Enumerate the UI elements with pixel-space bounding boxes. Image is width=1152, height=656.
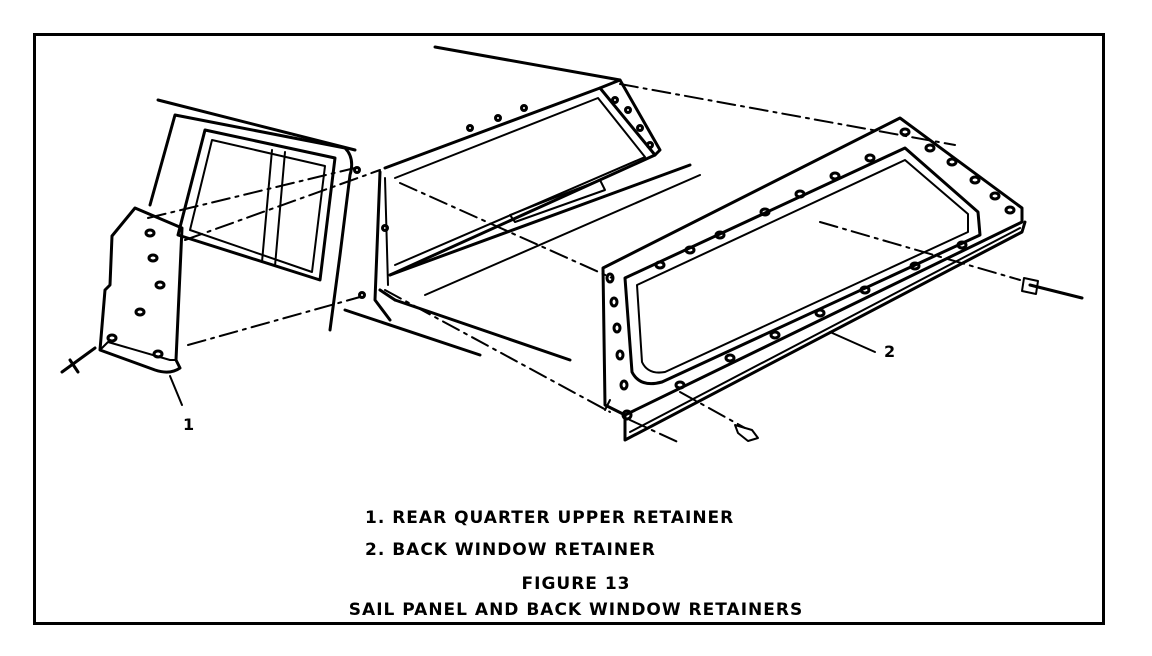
callout-label-2: 2	[884, 342, 896, 361]
retainer-2-hole	[864, 153, 876, 163]
cab-corner	[378, 288, 397, 302]
retainer-2-hole	[759, 207, 771, 217]
cab-hole	[381, 224, 389, 232]
retainer-2-hole	[609, 296, 619, 308]
retainer-2-hole	[794, 189, 806, 199]
cab-back-window-opening	[383, 86, 657, 277]
cab-body	[148, 45, 701, 362]
retainer-1-screw-head	[68, 358, 80, 374]
retainer-2-hole	[1004, 205, 1016, 215]
retainer-2-hole	[814, 308, 826, 318]
retainer-2-hole	[859, 285, 871, 295]
retainer-1-hole	[144, 228, 156, 238]
callout-1-leader	[169, 375, 183, 406]
retainer-2-lip-inner	[629, 227, 1021, 433]
retainer-2-hole	[909, 261, 921, 271]
cab-rear-sill-detail	[509, 179, 606, 223]
retainer-2-screw-head	[1021, 277, 1039, 295]
retainer-2-hole	[924, 143, 936, 153]
cab-floor-line	[393, 298, 572, 362]
retainer-2-hole	[684, 245, 696, 255]
retainer-2-window-inner	[636, 159, 969, 374]
retainer-2-hole	[612, 322, 622, 334]
retainer-2-screw-small	[734, 424, 759, 442]
retainer-2-lip	[623, 220, 1027, 442]
retainer-2-hole	[654, 260, 666, 270]
retainer-2-hole	[989, 191, 1001, 201]
retainer-2-hole	[615, 349, 625, 361]
retainer-1-hole	[134, 307, 146, 317]
cab-hole	[624, 106, 632, 114]
retainer-1-hole	[152, 349, 164, 359]
cab-roof-line	[156, 98, 357, 152]
door-window-divider-2	[274, 151, 286, 267]
retainer-1-outline	[98, 206, 184, 374]
retainer-2-hole	[714, 230, 726, 240]
retainer-2-screw-shaft	[1028, 283, 1084, 300]
retainer-2-hole	[946, 157, 958, 167]
retainer-2-hole	[674, 380, 686, 390]
cab-lower-line	[343, 308, 482, 357]
cab-hole	[466, 124, 474, 132]
cab-hole	[520, 104, 528, 112]
sail-panel-edge	[373, 170, 392, 322]
legend-item-2: 2. BACK WINDOW RETAINER	[365, 540, 656, 560]
cab-corner-pillar	[598, 78, 662, 157]
back-window-retainer	[601, 116, 1084, 442]
retainer-2-hole	[829, 171, 841, 181]
cab-hole	[646, 141, 654, 149]
retainer-1-hole	[147, 253, 159, 263]
rear-quarter-upper-retainer	[60, 206, 184, 406]
cab-hole	[636, 124, 644, 132]
retainer-2-hole	[899, 127, 911, 137]
legend-item-1: 1. REAR QUARTER UPPER RETAINER	[365, 508, 735, 528]
cab-back-window-inner	[394, 97, 646, 266]
cab-rear-sill	[388, 163, 692, 277]
retainer-2-hole	[619, 379, 629, 391]
figure-number: FIGURE 13	[521, 574, 631, 594]
callout-2-leader	[829, 331, 876, 353]
cab-hole	[358, 291, 366, 299]
retainer-1-hole	[154, 280, 166, 290]
door-window-glass	[189, 139, 326, 273]
door-window-divider	[261, 149, 273, 263]
roof-rear-edge	[433, 45, 622, 82]
retainer-1-screw-shaft	[60, 346, 97, 374]
retainer-2-hole	[769, 330, 781, 340]
cab-hole	[494, 114, 502, 122]
figure-title: SAIL PANEL AND BACK WINDOW RETAINERS	[348, 600, 804, 620]
door-frame-outer	[148, 113, 354, 332]
retainer-2-window-frame	[623, 146, 982, 386]
cab-hole	[611, 96, 619, 104]
retainer-2-hole	[969, 175, 981, 185]
door-window-frame	[176, 128, 337, 282]
retainer-2-outer	[601, 116, 1024, 417]
retainer-2-hole	[621, 409, 633, 421]
alignment-lines	[147, 83, 1021, 444]
retainer-1-hole	[106, 333, 118, 343]
retainer-2-hole	[956, 240, 968, 250]
cab-hole	[353, 166, 361, 174]
figure-border	[33, 33, 1105, 625]
callout-label-1: 1	[183, 415, 195, 434]
retainer-2-hole	[724, 353, 736, 363]
cab-floor-edge	[424, 174, 701, 296]
retainer-1-flange	[99, 341, 177, 361]
